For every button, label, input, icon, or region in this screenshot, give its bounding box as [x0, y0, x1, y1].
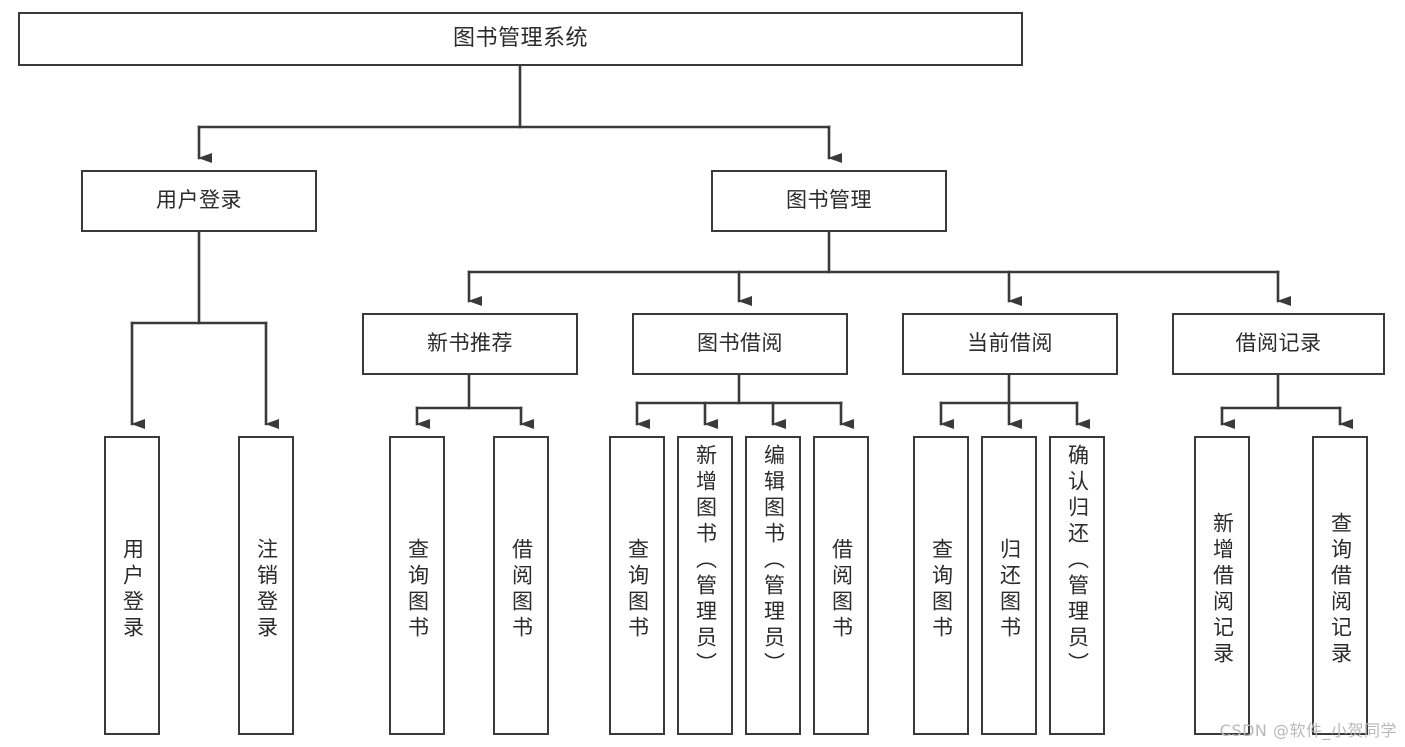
node-label: 新增图书（管理员）	[693, 444, 718, 678]
node-label: 新书推荐	[427, 331, 513, 356]
leaf-user-login-logout[interactable]: 注销登录	[238, 436, 294, 735]
node-label: 归还图书	[997, 538, 1022, 642]
node-label: 图书管理	[786, 188, 872, 213]
leaf-new-book-query-book[interactable]: 查询图书	[389, 436, 445, 735]
leaf-current-borrow-return-book[interactable]: 归还图书	[981, 436, 1037, 735]
leaf-book-borrow-edit-book-admin[interactable]: 编辑图书（管理员）	[745, 436, 801, 735]
leaf-book-borrow-borrow-book[interactable]: 借阅图书	[813, 436, 869, 735]
node-label: 确认归还（管理员）	[1065, 444, 1090, 678]
node-label: 图书管理系统	[452, 25, 588, 51]
node-label: 借阅图书	[829, 538, 854, 642]
leaf-book-borrow-add-book-admin[interactable]: 新增图书（管理员）	[677, 436, 733, 735]
node-label: 查询图书	[929, 538, 954, 642]
node-label: 用户登录	[120, 538, 145, 642]
node-current-borrow[interactable]: 当前借阅	[902, 313, 1118, 375]
node-book-borrow[interactable]: 图书借阅	[632, 313, 848, 375]
node-user-login[interactable]: 用户登录	[81, 170, 317, 232]
leaf-book-borrow-query-book[interactable]: 查询图书	[609, 436, 665, 735]
node-label: 当前借阅	[967, 331, 1053, 356]
node-label: 查询图书	[405, 538, 430, 642]
node-label: 借阅图书	[509, 538, 534, 642]
node-label: 查询借阅记录	[1328, 512, 1353, 668]
leaf-borrow-record-add-record[interactable]: 新增借阅记录	[1194, 436, 1250, 735]
node-label: 图书借阅	[697, 331, 783, 356]
node-borrow-record[interactable]: 借阅记录	[1172, 313, 1385, 375]
leaf-new-book-borrow-book[interactable]: 借阅图书	[493, 436, 549, 735]
node-new-book-recommendation[interactable]: 新书推荐	[362, 313, 578, 375]
node-label: 编辑图书（管理员）	[761, 444, 786, 678]
node-label: 查询图书	[625, 538, 650, 642]
leaf-borrow-record-query-record[interactable]: 查询借阅记录	[1312, 436, 1368, 735]
node-label: 新增借阅记录	[1210, 512, 1235, 668]
leaf-user-login-login[interactable]: 用户登录	[104, 436, 160, 735]
leaf-current-borrow-query-book[interactable]: 查询图书	[913, 436, 969, 735]
csdn-watermark: CSDN @软件_小贺同学	[1219, 721, 1397, 740]
node-root-book-management-system[interactable]: 图书管理系统	[18, 12, 1023, 66]
leaf-current-borrow-confirm-return-admin[interactable]: 确认归还（管理员）	[1049, 436, 1105, 735]
node-book-management[interactable]: 图书管理	[711, 170, 947, 232]
node-label: 用户登录	[156, 188, 242, 213]
node-label: 注销登录	[254, 538, 279, 642]
node-label: 借阅记录	[1235, 331, 1322, 356]
